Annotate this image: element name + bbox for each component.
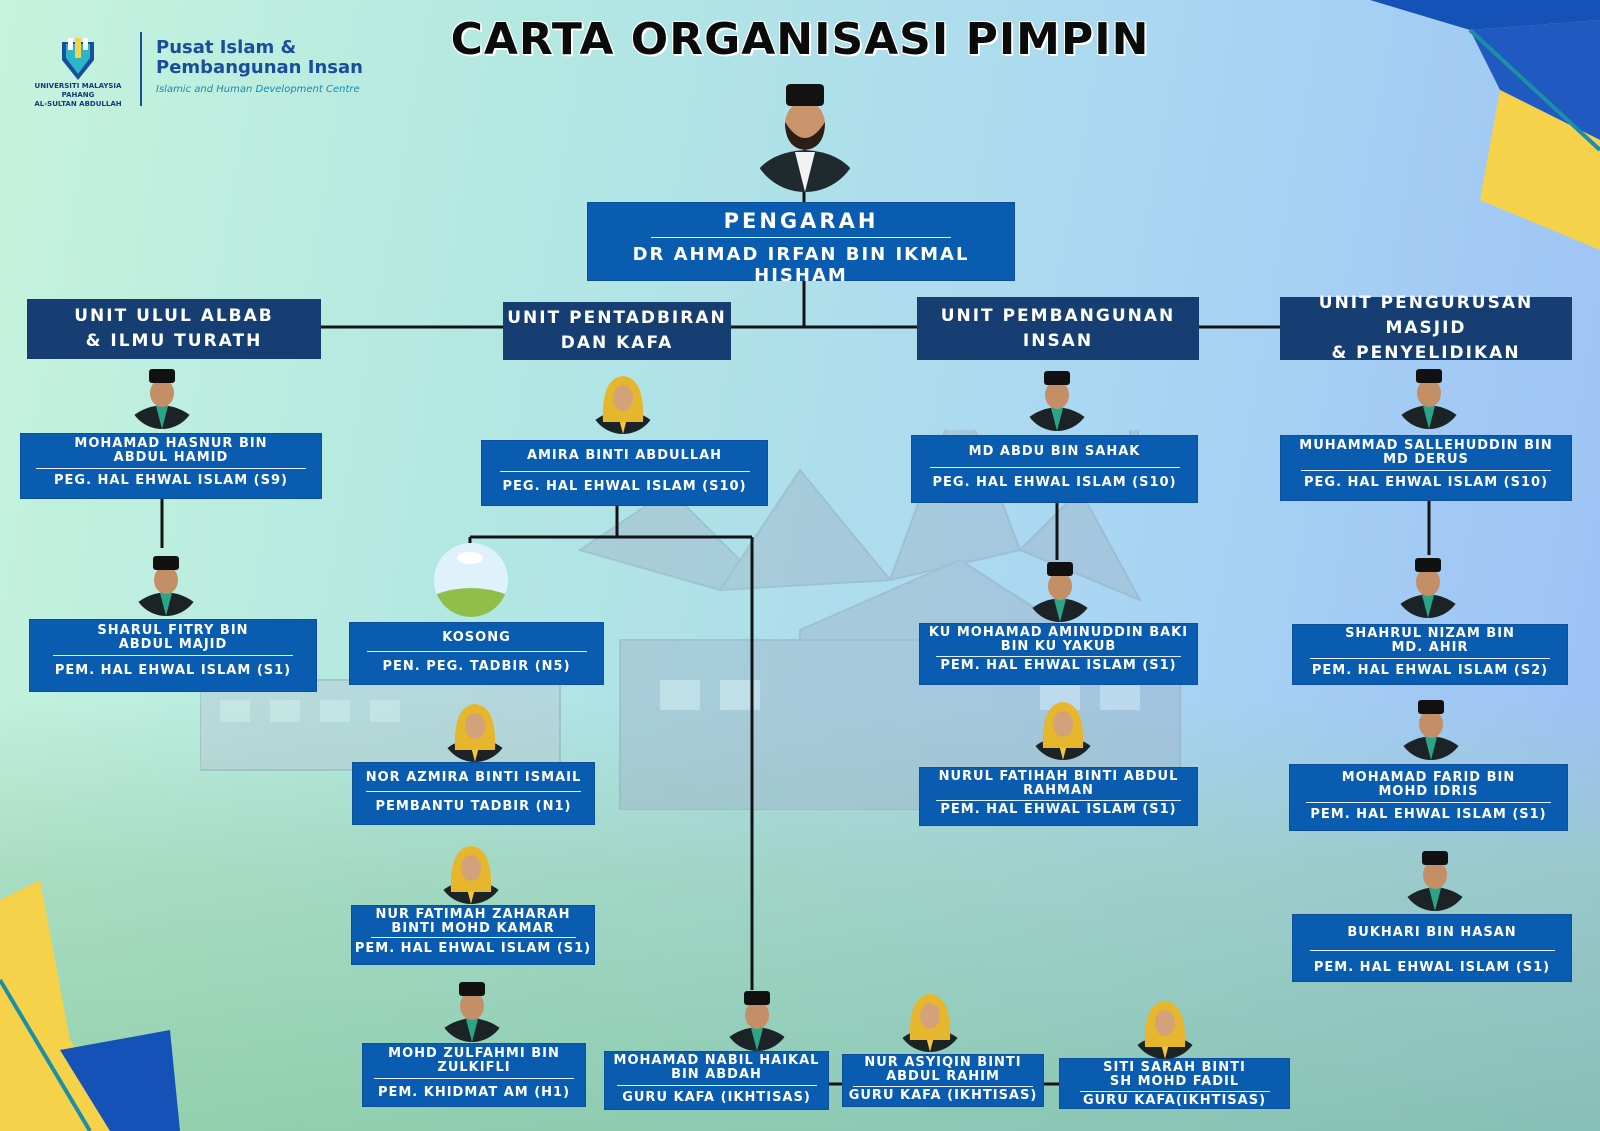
staff-card-kosong: KOSONG PEN. PEG. TADBIR (N5) bbox=[349, 622, 604, 685]
staff-card-amira: AMIRA BINTI ABDULLAH PEG. HAL EHWAL ISLA… bbox=[481, 440, 768, 506]
staff-card-abdu: MD ABDU BIN SAHAK PEG. HAL EHWAL ISLAM (… bbox=[911, 435, 1198, 503]
director-role: PENGARAH bbox=[723, 209, 879, 233]
amira-photo bbox=[589, 376, 657, 434]
centre-name: Pusat Islam &Pembangunan Insan bbox=[156, 37, 363, 78]
corner-decoration-bottom-left bbox=[0, 880, 180, 1131]
fatimah-photo bbox=[437, 846, 505, 904]
unit-ulul-albab: UNIT ULUL ALBAB& ILMU TURATH bbox=[27, 299, 321, 359]
sharul-photo bbox=[132, 556, 200, 616]
asyiqin-photo bbox=[896, 994, 964, 1052]
zulfahmi-photo bbox=[438, 982, 506, 1042]
abdu-photo bbox=[1023, 371, 1091, 431]
staff-card-bukhari: BUKHARI BIN HASAN PEM. HAL EHWAL ISLAM (… bbox=[1292, 914, 1572, 982]
nabil-photo bbox=[723, 991, 791, 1051]
centre-name-english: Islamic and Human Development Centre bbox=[156, 84, 360, 95]
farid-photo bbox=[1397, 700, 1465, 760]
sarah-photo bbox=[1131, 1001, 1199, 1059]
norazmira-photo bbox=[441, 704, 509, 762]
chart-title: CARTA ORGANISASI PIMPIN bbox=[450, 14, 1150, 65]
director-photo bbox=[755, 84, 855, 192]
director-box: PENGARAH DR AHMAD IRFAN BIN IKMAL HISHAM bbox=[587, 202, 1015, 286]
aminuddin-photo bbox=[1026, 562, 1094, 622]
mosque-building-illustration bbox=[200, 430, 1181, 810]
staff-card-norazmira: NOR AZMIRA BINTI ISMAIL PEMBANTU TADBIR … bbox=[352, 762, 595, 825]
shahrul-photo bbox=[1394, 558, 1462, 618]
director-name: DR AHMAD IRFAN BIN IKMAL HISHAM bbox=[632, 244, 970, 286]
placeholder-landscape-icon bbox=[434, 543, 508, 617]
logo-divider bbox=[140, 32, 142, 106]
sallehuddin-photo bbox=[1395, 369, 1463, 429]
bukhari-photo bbox=[1401, 851, 1469, 911]
university-shield-icon bbox=[62, 38, 94, 80]
unit-pengurusan-masjid: UNIT PENGURUSAN MASJID& PENYELIDIKAN bbox=[1280, 293, 1572, 363]
fatihah-photo bbox=[1029, 702, 1097, 760]
hasnur-photo bbox=[128, 369, 196, 429]
corner-decoration-top-right bbox=[1370, 0, 1600, 250]
